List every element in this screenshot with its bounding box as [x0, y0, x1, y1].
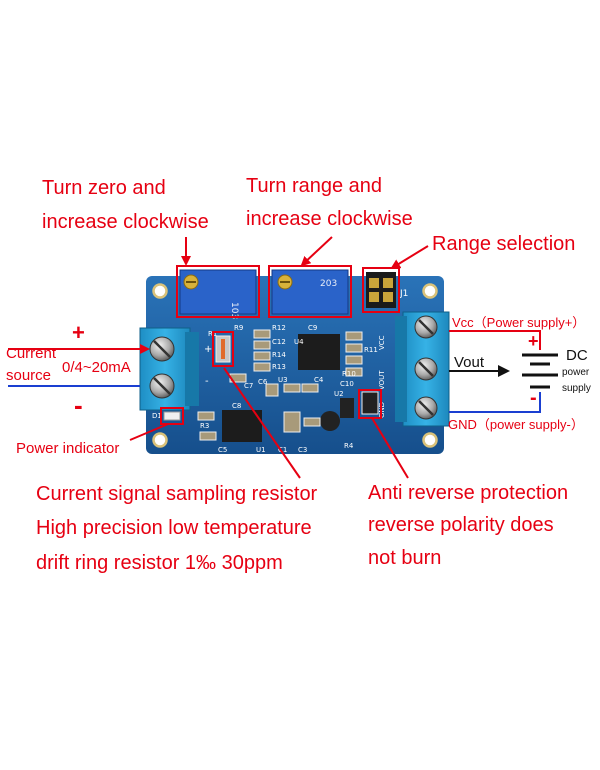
silk-c8: C8	[232, 402, 241, 410]
jumper-leader	[390, 245, 429, 270]
silk-r4: R4	[344, 442, 354, 450]
input-wires	[8, 344, 150, 387]
jumper-highlight	[362, 267, 400, 313]
power-indicator-label: Power indicator	[16, 440, 120, 457]
power-led-highlight	[160, 407, 184, 425]
silk-vcc: VCC	[378, 335, 386, 350]
silk-u4: U4	[294, 338, 304, 346]
silk-c5: C5	[218, 446, 227, 454]
sampling-label-line3: drift ring resistor 1‰ 30ppm	[36, 552, 283, 574]
range-selection-label: Range selection	[432, 233, 576, 255]
battery-plus-sign: +	[528, 331, 539, 351]
silk-r14: R14	[272, 351, 286, 359]
silk-c9: C9	[308, 324, 317, 332]
silk-d1: D1	[152, 412, 162, 420]
silk-c4: C4	[314, 376, 324, 384]
dc-label: DC	[566, 347, 588, 364]
current-source-label-line2: source	[6, 367, 52, 384]
silk-plus: +	[204, 344, 212, 355]
anti-reverse-label-line1: Anti reverse protection	[368, 482, 569, 504]
sampling-label-line1: Current signal sampling resistor	[36, 483, 318, 505]
silk-c12: C12	[272, 338, 286, 346]
battery-minus-sign: -	[530, 387, 537, 409]
battery-symbol	[522, 353, 558, 389]
anti-reverse-label-line2: reverse polarity does	[368, 514, 554, 536]
highlight-boxes	[160, 265, 400, 425]
sampling-resistor-highlight	[212, 331, 234, 367]
vcc-label: Vcc（Power supply+）	[452, 315, 586, 330]
silk-pot1-code: 103	[229, 302, 239, 319]
input-terminal-block	[139, 327, 199, 411]
silk-r11: R11	[364, 346, 378, 354]
power-indicator-leader	[129, 423, 169, 441]
silk-r12: R12	[272, 324, 286, 332]
zero-potentiometer	[179, 269, 257, 315]
current-range-label: 0/4~20mA	[62, 359, 131, 376]
protection-diode-highlight	[358, 389, 382, 419]
silk-vout: VOUT	[378, 370, 386, 390]
silk-r10: R10	[342, 370, 356, 378]
output-terminal-block	[395, 311, 450, 427]
zero-pot-label-line2: increase clockwise	[42, 211, 209, 233]
dc-sub-label-line2: supply	[562, 383, 591, 394]
output-wiring	[449, 330, 558, 413]
silk-minus: -	[205, 376, 209, 387]
range-potentiometer	[271, 269, 349, 315]
sampling-label-line2: High precision low temperature	[36, 517, 312, 539]
input-minus-sign: -	[74, 390, 83, 420]
vout-label: Vout	[454, 354, 485, 371]
range-jumper-header	[366, 272, 396, 308]
silk-c10: C10	[340, 380, 354, 388]
leader-lines	[129, 236, 429, 479]
input-plus-sign: +	[72, 320, 85, 345]
silk-pot2-code: 203	[320, 279, 337, 289]
silk-r9: R9	[234, 324, 243, 332]
range-pot-label-line2: increase clockwise	[246, 208, 413, 230]
silk-j1: J1	[399, 289, 408, 299]
silk-r13: R13	[272, 363, 286, 371]
silk-c6: C6	[258, 378, 268, 386]
protection-leader	[371, 417, 409, 479]
current-source-label-line1: Current	[6, 345, 57, 362]
sampling-leader	[223, 367, 301, 479]
silk-r3: R3	[200, 422, 209, 430]
silk-c3: C3	[298, 446, 307, 454]
anti-reverse-label-line3: not burn	[368, 547, 442, 569]
range-pot-label-line1: Turn range and	[246, 175, 383, 197]
zero-pot-label-line1: Turn zero and	[42, 177, 166, 199]
dc-sub-label-line1: power	[562, 367, 590, 378]
range-leader	[300, 236, 333, 267]
gnd-label: GND（power supply-）	[448, 417, 584, 432]
silk-u2: U2	[334, 390, 344, 398]
silk-c7: C7	[244, 382, 253, 390]
vcc-wire	[449, 330, 541, 350]
silk-c1: C1	[278, 446, 287, 454]
ic-chips	[222, 334, 354, 442]
gnd-wire	[449, 392, 541, 413]
power-led	[163, 411, 181, 421]
silk-u1: U1	[256, 446, 266, 454]
silkscreen: J1 VCC VOUT GND 103 203 R12 R14 R13 R9 C…	[152, 279, 408, 454]
silk-u3: U3	[278, 376, 288, 384]
smd-components	[197, 329, 379, 441]
zero-pot-highlight	[176, 265, 260, 318]
mounting-holes	[152, 283, 438, 448]
